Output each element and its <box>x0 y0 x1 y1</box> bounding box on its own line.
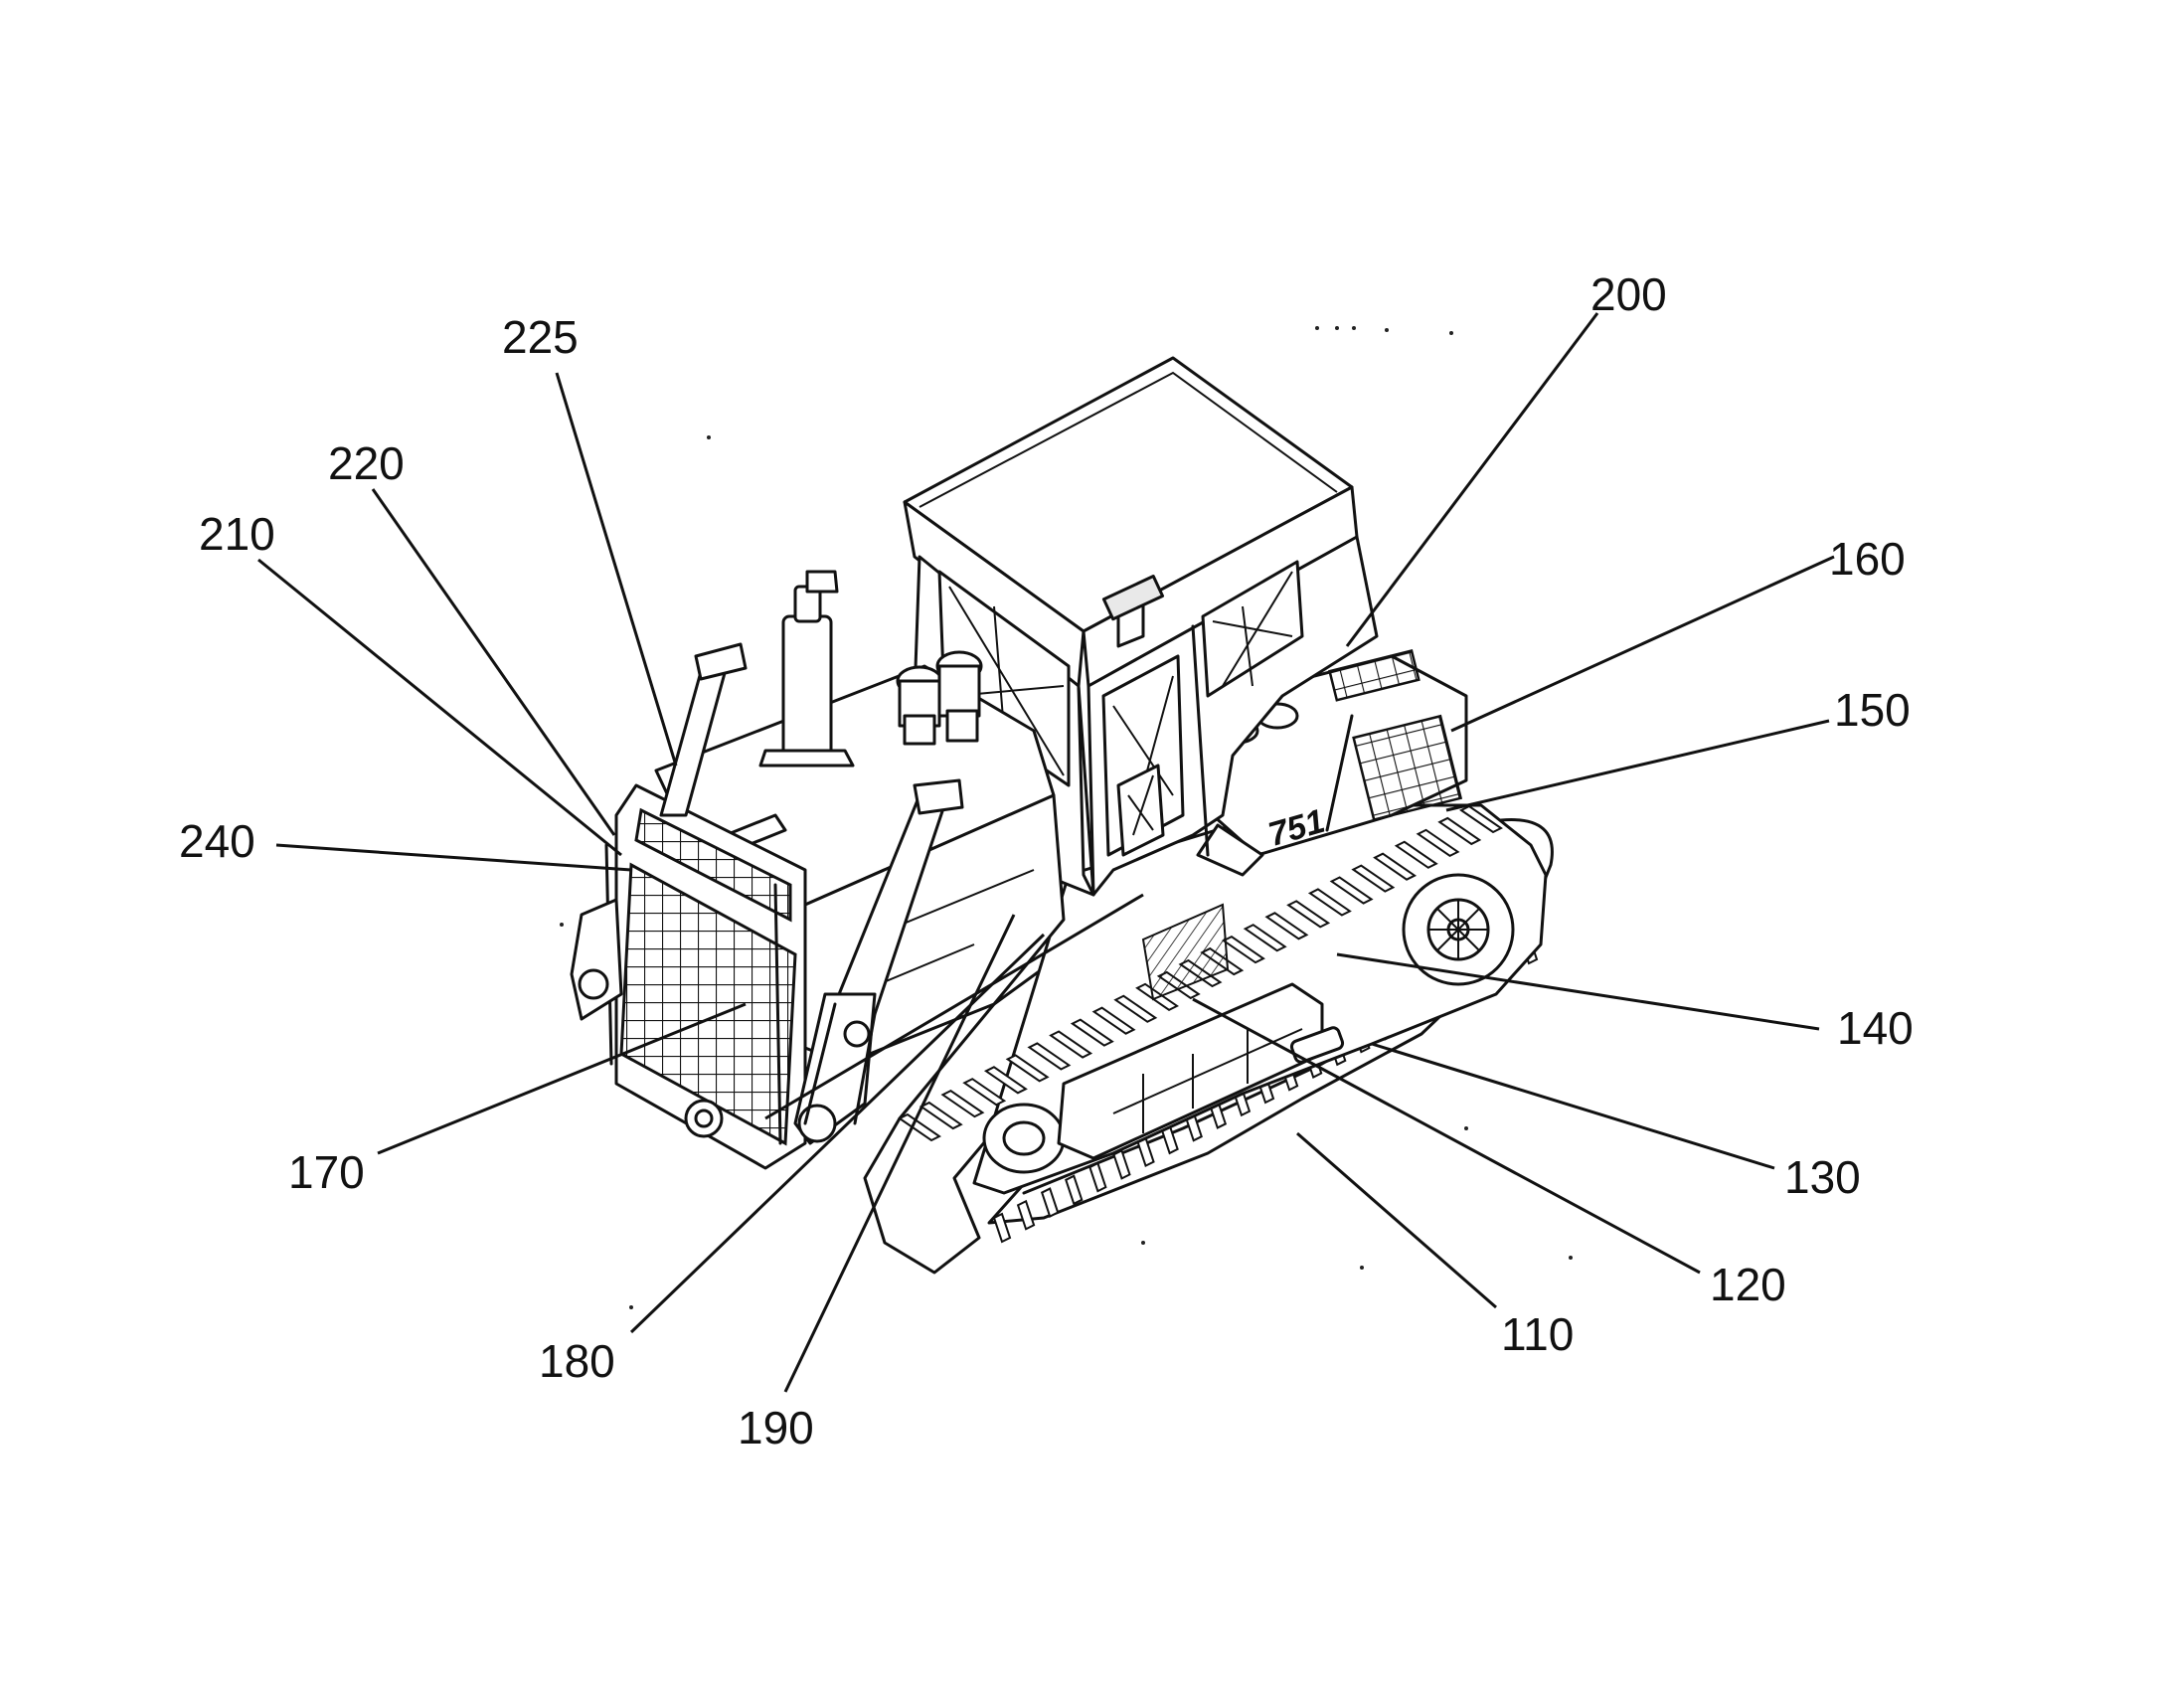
label-140: 140 <box>1837 1002 1914 1054</box>
label-170: 170 <box>288 1146 365 1198</box>
side-vent <box>1352 714 1463 822</box>
leader-220 <box>371 488 616 836</box>
leader-180a <box>629 933 1046 1334</box>
leader-110 <box>1296 1131 1497 1309</box>
leader-225 <box>555 372 678 767</box>
leader-120 <box>1192 997 1701 1275</box>
exhaust-stack <box>781 614 833 758</box>
leader-140 <box>1336 952 1820 1031</box>
label-190: 190 <box>738 1402 814 1453</box>
label-210: 210 <box>199 508 275 560</box>
radiator-guard <box>570 783 807 1170</box>
leader-160 <box>1450 555 1835 733</box>
label-130: 130 <box>1784 1151 1861 1203</box>
leader-210 <box>257 558 622 857</box>
label-160: 160 <box>1829 533 1906 585</box>
leader-lines <box>257 312 1835 1393</box>
label-180: 180 <box>539 1335 615 1387</box>
dozer-body: 751 <box>570 356 1554 1275</box>
reference-numerals: 110 120 130 140 150 160 170 180 190 200 … <box>179 268 1914 1453</box>
leader-200 <box>1345 312 1599 647</box>
label-240: 240 <box>179 815 255 867</box>
label-225: 225 <box>502 311 579 363</box>
lift-arms <box>659 642 964 1145</box>
leader-180b <box>764 893 1144 1120</box>
label-120: 120 <box>1710 1259 1786 1310</box>
label-110: 110 <box>1501 1308 1574 1360</box>
top-vent <box>1328 649 1421 702</box>
leader-240 <box>275 843 632 872</box>
leader-130 <box>1371 1042 1775 1170</box>
leader-150 <box>1445 719 1830 812</box>
tow-hook <box>684 1099 724 1138</box>
left-crawler-track <box>863 803 1548 1275</box>
front-grille <box>619 862 797 1146</box>
scan-specks <box>560 326 1573 1309</box>
air-cleaners <box>896 650 983 746</box>
idler-wheel <box>982 1103 1066 1174</box>
label-200: 200 <box>1590 268 1667 320</box>
label-150: 150 <box>1834 684 1911 736</box>
leader-190 <box>783 914 1016 1393</box>
label-220: 220 <box>328 437 405 489</box>
engine-compartment: 751 <box>1196 649 1468 877</box>
leader-170 <box>377 1002 747 1155</box>
underbody-shading <box>1141 903 1230 1001</box>
